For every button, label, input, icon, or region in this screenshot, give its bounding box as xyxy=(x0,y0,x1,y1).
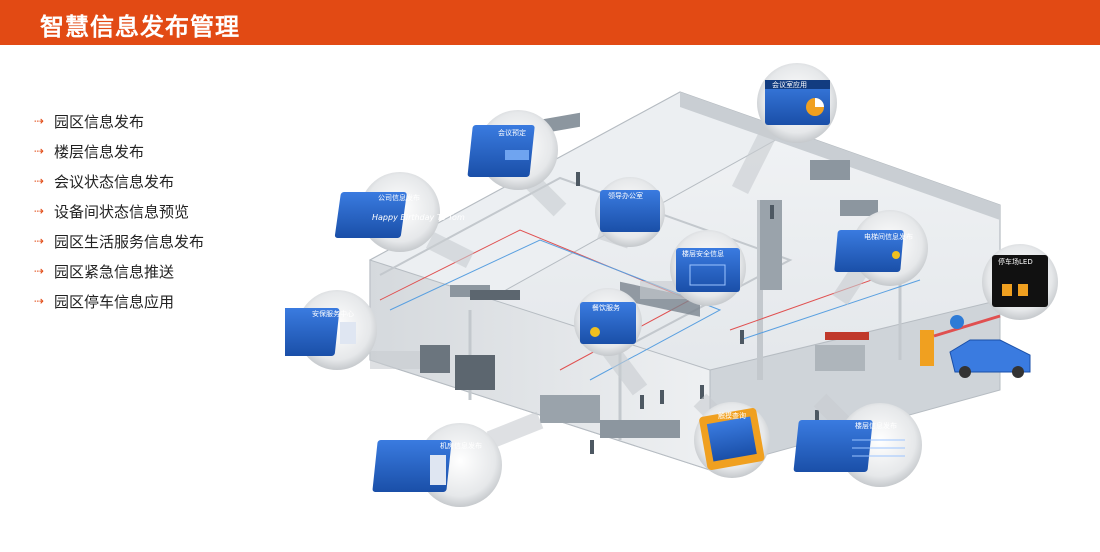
feature-item: ⇢ 园区信息发布 xyxy=(34,106,204,136)
callout-label: 机房信息发布 xyxy=(440,441,482,450)
feature-item: ⇢ 楼层信息发布 xyxy=(34,136,204,166)
feature-item: ⇢ 园区生活服务信息发布 xyxy=(34,226,204,256)
feature-item: ⇢ 园区停车信息应用 xyxy=(34,286,204,316)
feature-item: ⇢ 会议状态信息发布 xyxy=(34,166,204,196)
building-illustration: 会议室应用 会议预定 公司信息发布 Happy Birthday To Tom … xyxy=(285,63,1058,507)
callout-label: 餐饮服务 xyxy=(592,303,620,312)
callout-screen-text: Happy Birthday To Tom xyxy=(372,213,465,222)
arrow-icon: ⇢ xyxy=(34,114,45,128)
callout-label: 会议预定 xyxy=(498,128,526,137)
callout-touch-query: 触摸查询 xyxy=(693,393,770,478)
callout-label: 停车场LED xyxy=(998,257,1033,266)
callout-label: 安保服务中心 xyxy=(312,309,354,318)
header-bar: 智慧信息发布管理 xyxy=(0,0,1100,45)
arrow-icon: ⇢ xyxy=(34,264,45,278)
callout-security-center: 安保服务中心 xyxy=(285,290,420,370)
callout-leader-office: 领导办公室 xyxy=(595,177,665,249)
feature-label: 园区停车信息应用 xyxy=(54,292,175,311)
callout-dining-service: 餐饮服务 xyxy=(574,288,648,396)
callout-floor-info: 楼层信息发布 xyxy=(793,393,922,487)
callout-label: 电梯间信息发布 xyxy=(864,232,913,241)
feature-label: 楼层信息发布 xyxy=(54,142,145,161)
feature-label: 会议状态信息发布 xyxy=(54,172,175,191)
callout-equipment-room: 电梯间信息发布 xyxy=(832,210,928,305)
callout-label: 公司信息发布 xyxy=(378,193,420,202)
feature-label: 设备间状态信息预览 xyxy=(54,202,190,221)
callout-machine-room: 机房信息发布 xyxy=(372,411,544,507)
feature-label: 园区信息发布 xyxy=(54,112,145,131)
callout-meeting-booking: 会议预定 xyxy=(467,110,567,217)
feature-label: 园区生活服务信息发布 xyxy=(54,232,205,251)
callout-label: 楼层信息发布 xyxy=(855,421,897,430)
callout-meeting-room-app: 会议室应用 xyxy=(731,63,837,195)
feature-list: ⇢ 园区信息发布 ⇢ 楼层信息发布 ⇢ 会议状态信息发布 ⇢ 设备间状态信息预览 ⇢ 园区… xyxy=(34,106,204,316)
feature-label: 园区紧急信息推送 xyxy=(54,262,175,281)
callout-label: 楼层安全信息 xyxy=(682,249,724,258)
arrow-icon: ⇢ xyxy=(34,234,45,248)
callout-company-info: 公司信息发布 Happy Birthday To Tom xyxy=(334,172,475,269)
callout-label: 触摸查询 xyxy=(718,411,746,420)
arrow-icon: ⇢ xyxy=(34,294,45,308)
feature-item: ⇢ 园区紧急信息推送 xyxy=(34,256,204,286)
arrow-icon: ⇢ xyxy=(34,144,45,158)
arrow-icon: ⇢ xyxy=(34,204,45,218)
callout-floor-safety: 楼层安全信息 xyxy=(640,230,746,306)
callout-label: 会议室应用 xyxy=(772,80,807,89)
callout-label: 领导办公室 xyxy=(608,191,643,200)
arrow-icon: ⇢ xyxy=(34,174,45,188)
feature-item: ⇢ 设备间状态信息预览 xyxy=(34,196,204,226)
page-title: 智慧信息发布管理 xyxy=(40,13,240,41)
callout-parking-led: 停车场LED xyxy=(982,244,1058,320)
